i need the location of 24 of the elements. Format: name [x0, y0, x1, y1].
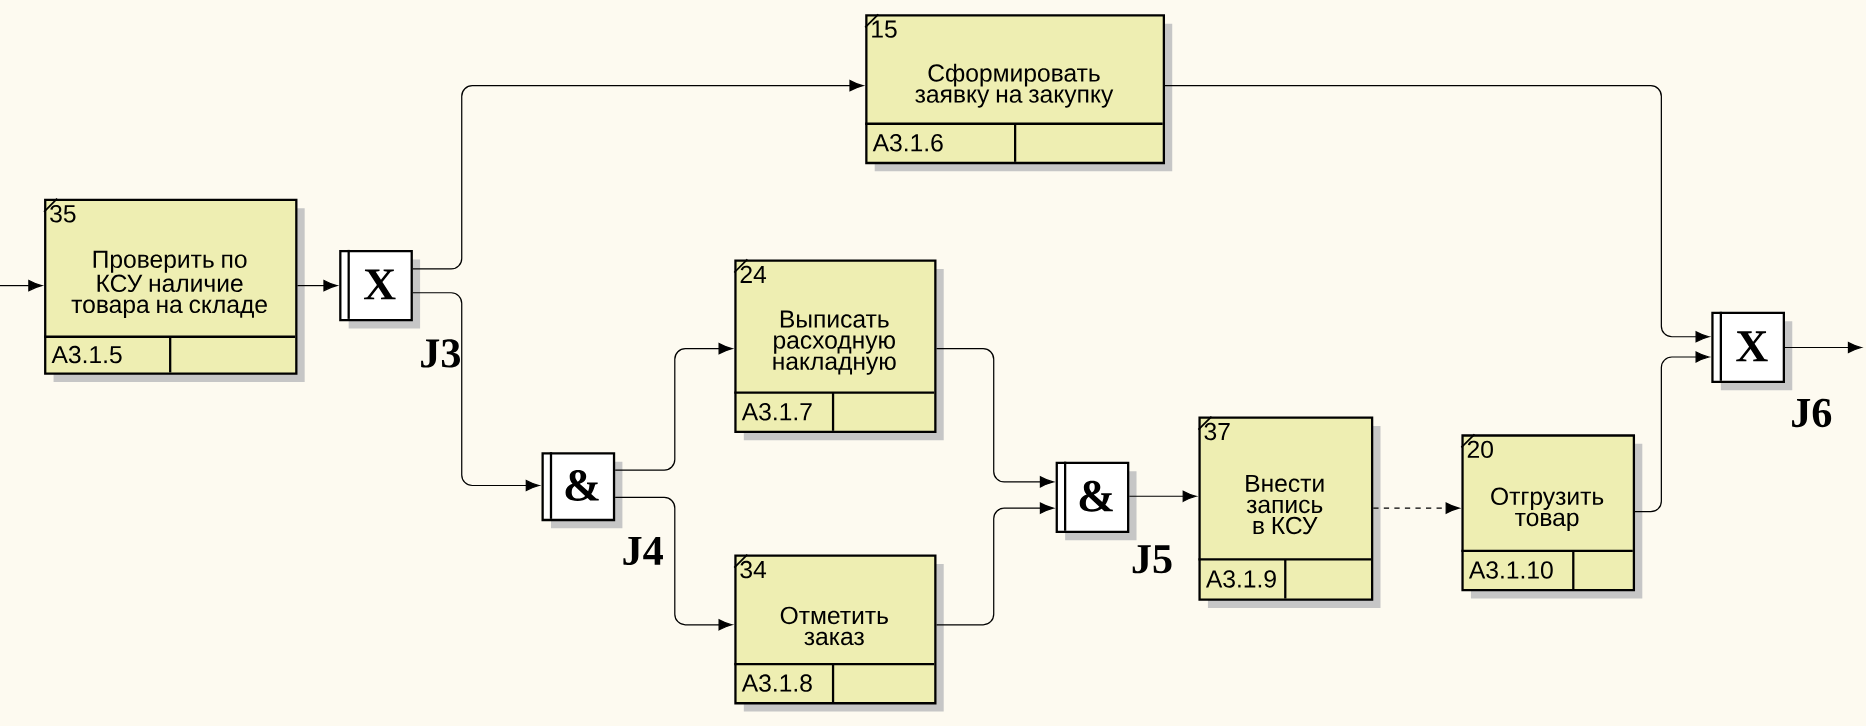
junction-label: J3: [421, 339, 460, 368]
arrow: [935, 348, 1054, 488]
process-box: 35 Проверить по КСУ наличие товара на складе А3.1.5: [43, 197, 305, 383]
process-box: 34 Отметить заказ А3.1.8: [733, 553, 944, 712]
arrow: [412, 80, 864, 270]
junction-label: J5: [1132, 545, 1172, 574]
junction-box: &: [1055, 461, 1137, 541]
arrow: [614, 496, 733, 631]
arrow: [1164, 85, 1710, 343]
process-box: 24 Выписать расходную накладную А3.1.7: [733, 258, 944, 441]
process-box: 15 Сформировать заявку на закупку А3.1.6: [864, 13, 1173, 172]
arrow: [296, 279, 338, 292]
arrow: [0, 279, 43, 292]
junction-label: J6: [1792, 398, 1832, 428]
arrow: [412, 292, 540, 492]
arrow: [935, 502, 1054, 626]
arrow: [1372, 502, 1460, 514]
process-box: 20 Отгрузить товар А3.1.10: [1460, 433, 1643, 599]
process-box: 37 Внести запись в КСУ А3.1.9: [1197, 415, 1381, 609]
arrow: [614, 343, 733, 471]
junction-label: J4: [623, 536, 663, 566]
arrow: [1634, 351, 1710, 513]
arrow: [1128, 490, 1197, 502]
arrow: [1784, 341, 1862, 354]
